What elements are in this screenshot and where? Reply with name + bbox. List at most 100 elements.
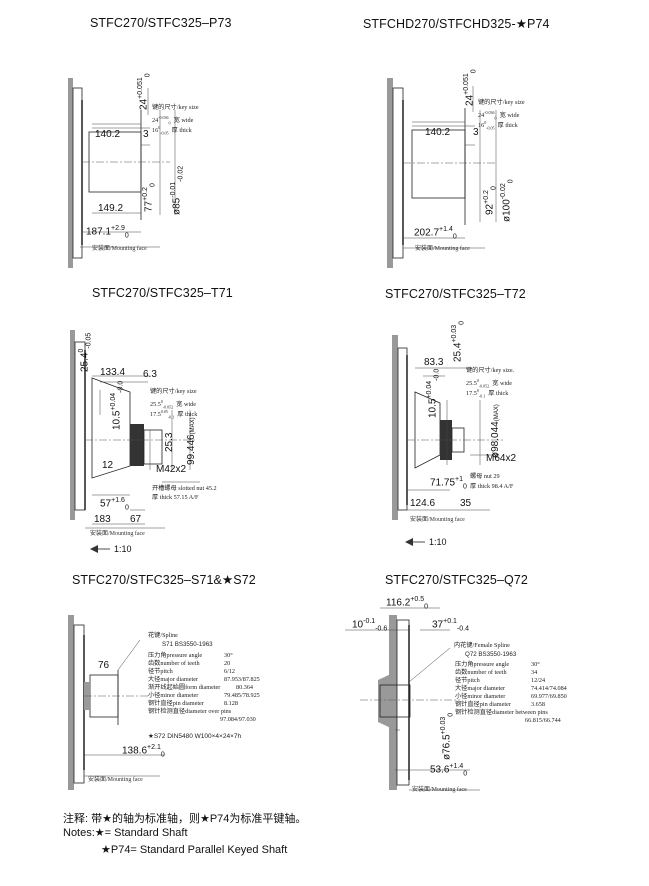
notes-en-2: ★P74= Standard Parallel Keyed Shaft bbox=[101, 844, 288, 856]
s71-spline-std: S71 BS3550-1963 bbox=[162, 641, 213, 648]
t72-scale: 1:10 bbox=[429, 537, 447, 547]
t72-key-wide: 25.50-0.052 宽 wide bbox=[466, 378, 513, 389]
t71-dim-99: 99.446(MAX) bbox=[186, 417, 197, 465]
p73-key-label: 键的尺寸/key size bbox=[152, 104, 199, 111]
p73-dim-140: 140.2 bbox=[95, 129, 121, 140]
t71-nut-en: 厚 thick 57.15 A/F bbox=[152, 494, 199, 501]
s71-mounting-face: 安装面/Mounting face bbox=[88, 777, 143, 783]
t72-dim-35: 35 bbox=[460, 498, 472, 509]
t72-dim-98: ø98.044(MAX) bbox=[490, 404, 501, 458]
t71-mounting-face: 安装面/Mounting face bbox=[90, 531, 145, 537]
t71-dim-12: 12 bbox=[102, 460, 114, 471]
p74-dim-24: 24+0.0510 bbox=[463, 69, 478, 106]
s71-drawing bbox=[68, 615, 165, 790]
p73-key-wide: 24-0.0360 宽 wide bbox=[152, 115, 194, 126]
t72-dim-10: 10.5+0.04-0.0 bbox=[426, 368, 441, 418]
q72-dim-53: 53.6+1.40 bbox=[430, 763, 468, 778]
t71-dim-67: 67 bbox=[130, 514, 142, 525]
p74-mounting-face: 安装面/Mounting face bbox=[415, 246, 470, 252]
panel-title-q72: STFC270/STFC325–Q72 bbox=[385, 573, 528, 587]
p73-dim-77: 77+0.20 bbox=[142, 183, 157, 212]
q72-mounting-face: 安装面/Mounting face bbox=[412, 787, 467, 793]
q72-dim-37: 37+0.1-0.4 bbox=[432, 618, 470, 633]
p74-dim-202: 202.7+1.40 bbox=[414, 226, 457, 241]
p73-dim-24: 24+0.0510 bbox=[137, 73, 152, 110]
panel-title-t71: STFC270/STFC325–T71 bbox=[92, 286, 233, 300]
t71-dim-183: 183 bbox=[94, 514, 111, 525]
panel-title-s71: STFC270/STFC325–S71&★S72 bbox=[72, 573, 256, 587]
t71-dim-m42: M42x2 bbox=[156, 464, 187, 475]
p74-dim-140: 140.2 bbox=[425, 127, 451, 138]
p73-dim-187: 187.1+2.90 bbox=[86, 225, 129, 240]
q72-spline-std: Q72 BS3550-1963 bbox=[465, 651, 517, 658]
t72-dim-83: 83.3 bbox=[424, 357, 444, 368]
s71-dim-76: 76 bbox=[98, 660, 110, 671]
s71-spec-row: 钢针检测直径diameter over pins bbox=[148, 708, 232, 715]
q72-dim-76: ø76.5+0.030 bbox=[440, 712, 455, 760]
t71-key-thick: 17.50.05-0.1 厚 thick bbox=[150, 409, 198, 420]
p73-key-thick: 160-0.05 厚 thick bbox=[152, 125, 192, 136]
panel-title-t72: STFC270/STFC325–T72 bbox=[385, 287, 526, 301]
t71-key-wide: 25.50-0.052 宽 wide bbox=[150, 399, 197, 410]
p74-dim-92: 92+0.20 bbox=[483, 186, 498, 215]
t72-dim-m64: M64x2 bbox=[486, 453, 517, 464]
t71-dim-25: 25.40-0.05 bbox=[78, 332, 93, 372]
t72-mounting-face: 安装面/Mounting face bbox=[410, 517, 465, 523]
q72-dim-10: 10-0.1-0.6 bbox=[352, 618, 388, 633]
t72-key-thick: 17.50-0.1 厚 thick bbox=[466, 388, 509, 399]
t72-dim-124: 124.6 bbox=[410, 498, 436, 509]
q72-spline-head: 内花键/Female Spline bbox=[454, 642, 510, 649]
t72-nut-cn: 螺母 nut 29 bbox=[470, 473, 500, 480]
t72-key-label: 键的尺寸/key size. bbox=[466, 367, 515, 374]
t71-key-label: 键的尺寸/key size bbox=[150, 388, 197, 395]
s72-spec: ★S72 DIN5480 W100×4×24×7h bbox=[148, 733, 242, 740]
p73-drawing bbox=[68, 78, 176, 268]
p74-key-label: 键的尺寸/key size bbox=[478, 99, 525, 106]
q72-dim-116: 116.2+0.50 bbox=[386, 596, 429, 611]
t72-dim-25: 25.4+0.030 bbox=[451, 320, 466, 362]
t71-dim-57: 57+1.60 bbox=[100, 497, 129, 512]
p74-drawing bbox=[387, 78, 497, 268]
t71-scale: 1:10 bbox=[114, 544, 132, 554]
p74-key-wide: 24-0.0360 宽 wide bbox=[478, 110, 520, 121]
t71-nut-cn: 开槽螺母 slotted nut 45.2 bbox=[152, 485, 217, 492]
t72-nut-en: 厚 thick 98.4 A/F bbox=[470, 483, 514, 490]
t71-dim-25-3: 25.3 bbox=[164, 432, 175, 452]
p73-dim-85: ø85-0.01-0.02 bbox=[170, 165, 185, 215]
q72-spec-row: 66.815/66.744 bbox=[525, 717, 561, 724]
p73-mounting-face: 安装面/Mounting face bbox=[92, 246, 147, 252]
q72-drawing bbox=[345, 607, 480, 791]
t71-dim-10: 10.5+0.04-0.0 bbox=[110, 380, 125, 430]
p73-dim-149: 149.2 bbox=[98, 203, 124, 214]
t71-drawing bbox=[70, 330, 200, 529]
t71-dim-133: 133.4 bbox=[100, 367, 126, 378]
panel-title-p74: STFCHD270/STFCHD325-★P74 bbox=[363, 17, 550, 31]
q72-spec-row: 钢针检测直径diameter between pins bbox=[455, 709, 548, 716]
s71-dim-138: 138.6+2.10 bbox=[122, 744, 165, 759]
p74-dim-100: ø100-0.020 bbox=[500, 179, 515, 222]
s71-spec-row: 97.084/97.030 bbox=[220, 716, 256, 723]
p73-dim-3: 3 bbox=[143, 129, 149, 140]
t72-dim-71: 71.75+10 bbox=[430, 476, 467, 491]
s71-spline-head: 花键/Spline bbox=[148, 632, 178, 639]
p74-dim-3: 3 bbox=[473, 127, 479, 138]
notes-cn: 注释: 带★的轴为标准轴，则★P74为标准平键轴。 bbox=[63, 813, 307, 825]
t71-dim-6: 6.3 bbox=[143, 369, 157, 380]
t72-drawing bbox=[392, 335, 505, 520]
